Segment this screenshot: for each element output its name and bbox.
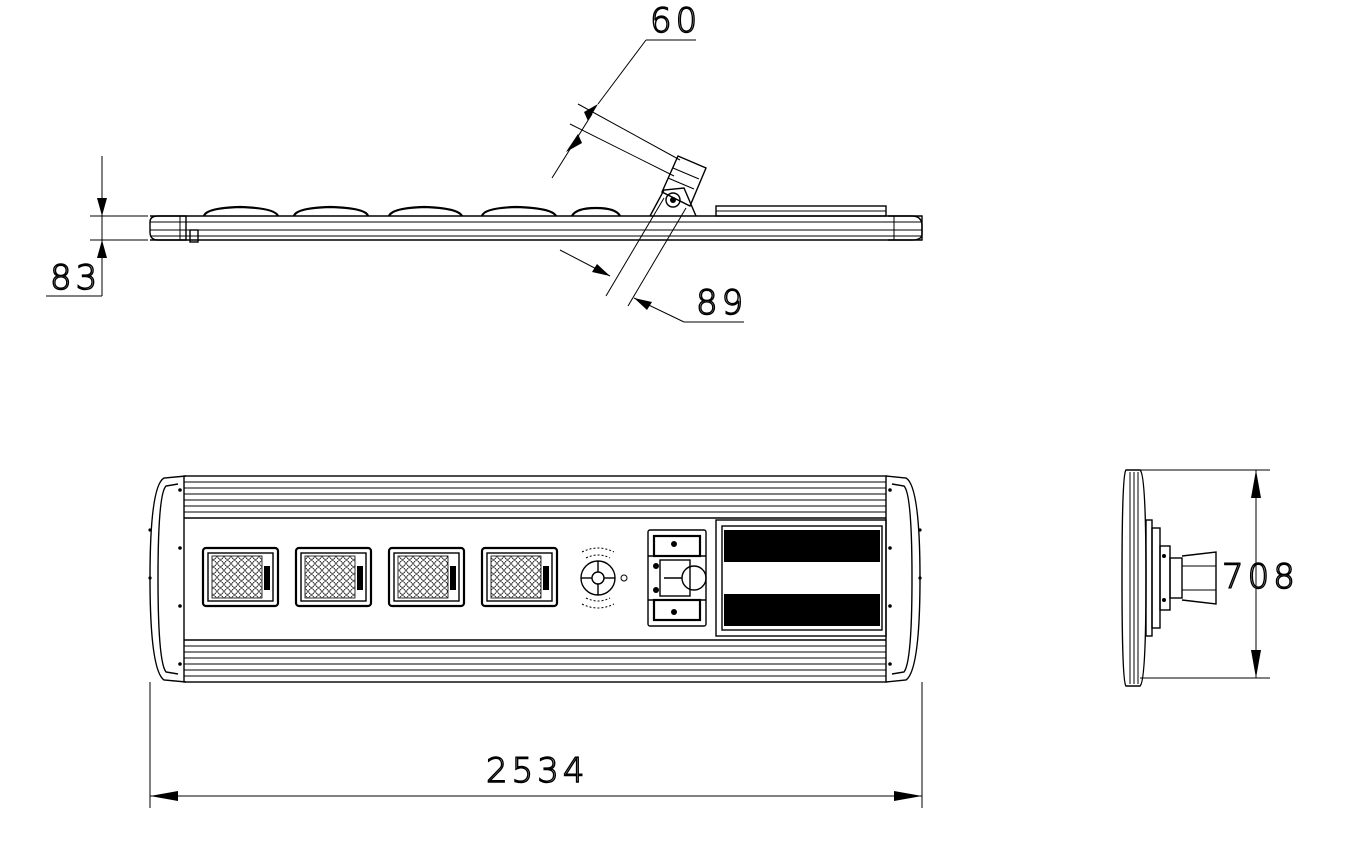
mounting-bracket — [647, 529, 707, 627]
dim-83-label: 83 — [50, 258, 101, 298]
solar-panel — [715, 519, 887, 637]
top-view: 2534 — [148, 475, 923, 808]
dim-708-label: 708 — [1222, 557, 1299, 597]
led-module — [201, 546, 280, 608]
end-view: 708 — [1121, 469, 1299, 687]
led-module — [294, 546, 373, 608]
dim-2534-label: 2534 — [486, 751, 589, 791]
side-view: 83 60 89 — [46, 0, 923, 324]
led-module — [480, 546, 559, 608]
led-module — [387, 546, 466, 608]
dim-60-label: 60 — [650, 1, 701, 41]
dim-89-label: 89 — [696, 283, 747, 323]
motion-sensor — [580, 547, 628, 609]
